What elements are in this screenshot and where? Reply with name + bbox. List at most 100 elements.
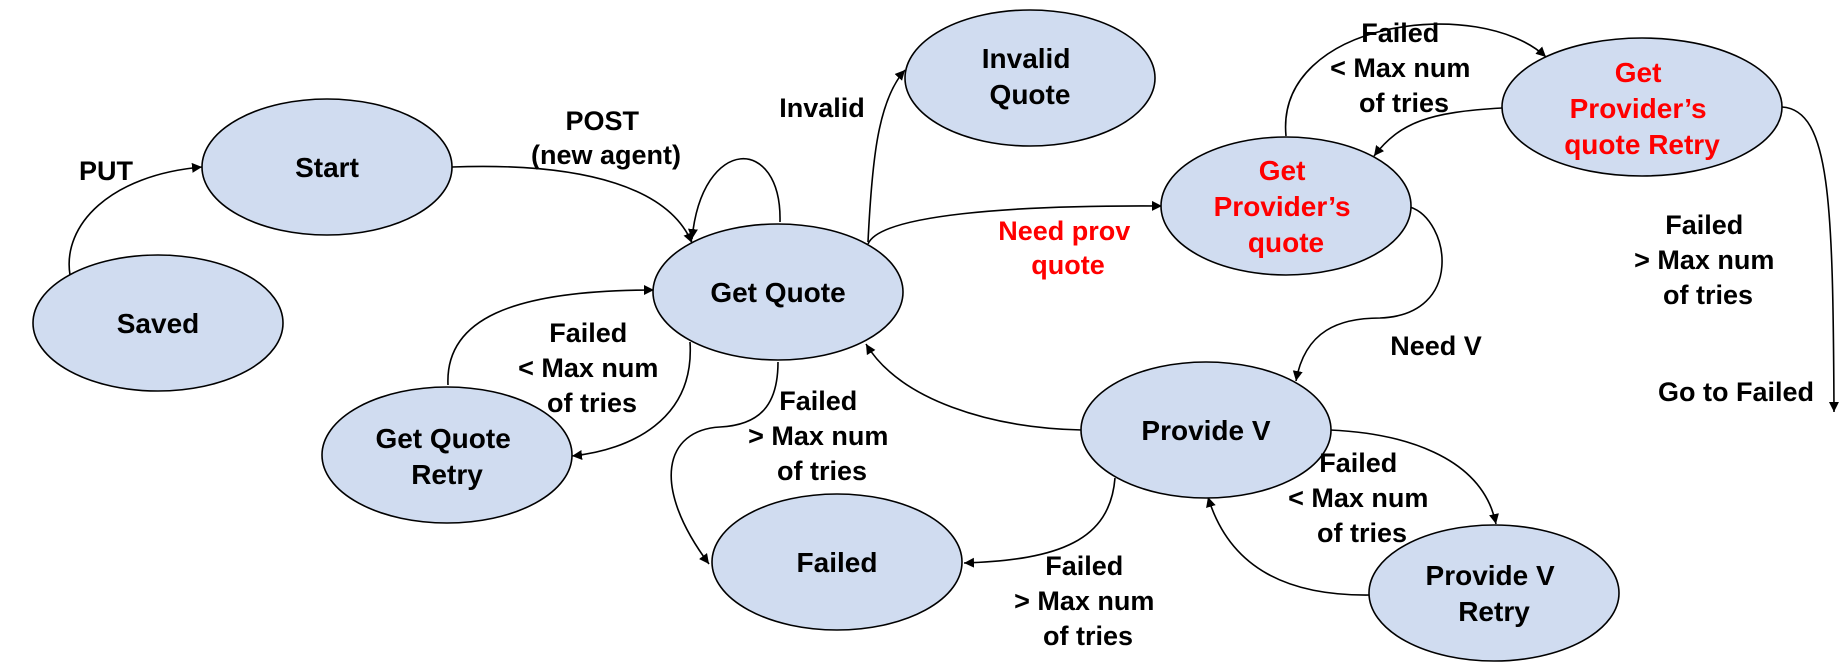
node-invalid-quote-shape [904,9,1156,147]
node-get-providers-quote-label-line: Provider’s [1214,191,1351,222]
node-failed: Failed [711,493,963,631]
edge-get-quote-self-loop [687,157,781,240]
edge-providers-quote-to-provide-v [1292,206,1443,382]
edge-label-line: of tries [1359,88,1449,118]
edge-label-line: > Max num [748,421,888,451]
edge-label-post: POST (new agent) [531,106,681,170]
edge-label-provide-v-fail: Failed > Max num of tries [1014,551,1162,651]
edge-label-line: of tries [1317,518,1407,548]
edge-get-quote-to-invalid-quote [867,69,906,243]
edge-start-to-get-quote [451,165,693,244]
node-provide-v-retry-label: Provide V Retry [1426,560,1563,627]
node-failed-label: Failed [797,547,878,578]
edge-label-line: of tries [1663,280,1753,310]
node-get-providers-quote-retry-shape [1501,37,1783,177]
node-get-providers-quote: Get Provider’s quote [1160,136,1412,276]
node-saved-label-line: Saved [117,308,200,339]
edge-label-go-to-failed: Go to Failed [1658,377,1814,407]
edge-label-line: Failed [1045,551,1123,581]
edge-label-line: Failed [1319,448,1397,478]
node-get-providers-quote-label-line: Get [1259,155,1306,186]
node-get-quote-retry-shape [321,386,573,524]
edge-label-provide-v-retry: Failed < Max num of tries [1288,448,1436,548]
node-start-shape [201,98,453,236]
node-provide-v-label-line: Provide V [1141,415,1270,446]
edge-label-line: POST [565,106,639,136]
node-get-providers-quote-retry: Get Provider’s quote Retry [1501,37,1783,177]
node-provide-v-retry-label-line: Retry [1458,596,1530,627]
edge-label-line: of tries [547,388,637,418]
node-saved-label: Saved [117,308,200,339]
edge-providers-quote-to-retry [1285,23,1547,137]
edge-label-invalid: Invalid [779,93,865,123]
edge-label-line: (new agent) [531,140,681,170]
edge-pv-retry-to-provide-v [1206,496,1371,596]
edge-label-need-prov-quote: Need prov quote [998,216,1138,280]
node-get-providers-quote-shape [1160,136,1412,276]
edge-providers-quote-retry-to-go-to-failed [1781,106,1839,413]
edge-provide-v-to-failed [963,477,1116,568]
edge-label-line: quote [1031,250,1105,280]
node-failed-label-line: Failed [797,547,878,578]
node-get-quote-shape [652,223,904,361]
node-get-quote-retry-label: Get Quote Retry [375,423,518,490]
node-get-providers-quote-label-line: quote [1248,227,1324,258]
node-get-quote-retry-label-line: Get Quote [375,423,510,454]
edge-label-line: Failed [1665,210,1743,240]
edge-label-get-quote-retry: Failed < Max num of tries [518,318,666,418]
edge-label-line: of tries [777,456,867,486]
edge-provide-v-to-pv-retry [1329,429,1499,525]
node-get-providers-quote-retry-label-line: quote Retry [1564,129,1720,160]
edge-label-line: < Max num [1288,483,1428,513]
node-invalid-quote-label-line: Invalid [982,43,1071,74]
node-get-quote-retry-label-line: Retry [411,459,483,490]
edge-label-get-quote-fail: Failed > Max num of tries [748,386,896,486]
edge-label-line: Need prov [998,216,1130,246]
edge-labels: PUT POST (new agent) Invalid Need prov q… [79,18,1814,651]
edge-label-line: < Max num [518,353,658,383]
node-start-label-line: Start [295,152,359,183]
node-start-label: Start [295,152,359,183]
node-get-providers-quote-label: Get Provider’s quote [1214,155,1359,258]
edge-get-quote-to-failed [670,361,779,565]
edge-label-line: Invalid [779,93,865,123]
node-get-quote-retry: Get Quote Retry [321,386,573,524]
node-provide-v-label: Provide V [1141,415,1270,446]
edge-label-line: Need V [1390,331,1482,361]
node-provide-v: Provide V [1080,361,1332,499]
edge-label-put: PUT [79,156,134,186]
edge-saved-to-start [68,162,203,276]
edge-label-line: Failed [549,318,627,348]
node-start: Start [201,98,453,236]
node-get-quote-label: Get Quote [710,277,845,308]
edge-label-providers-quote-retry: Failed < Max num of tries [1330,18,1478,118]
edge-gq-retry-to-get-quote [447,285,655,386]
edge-label-line: PUT [79,156,134,186]
nodes: Saved Start Get Quote Invalid Quote [32,9,1783,662]
node-get-providers-quote-retry-label-line: Get [1615,57,1662,88]
edge-label-line: > Max num [1634,245,1774,275]
node-saved-shape [32,254,284,392]
node-invalid-quote: Invalid Quote [904,9,1156,147]
edge-provide-v-to-get-quote [865,343,1083,431]
edges [68,23,1839,596]
node-saved: Saved [32,254,284,392]
node-provide-v-shape [1080,361,1332,499]
edge-label-providers-quote-fail: Failed > Max num of tries [1634,210,1782,310]
node-provide-v-retry-shape [1368,524,1620,662]
edge-label-line: Go to Failed [1658,377,1814,407]
edge-providers-quote-retry-to-providers-quote [1373,107,1503,157]
node-provide-v-retry: Provide V Retry [1368,524,1620,662]
node-invalid-quote-label: Invalid Quote [982,43,1078,110]
node-get-quote-label-line: Get Quote [710,277,845,308]
node-failed-shape [711,493,963,631]
node-get-quote: Get Quote [652,223,904,361]
edge-label-line: < Max num [1330,53,1470,83]
edge-label-line: of tries [1043,621,1133,651]
edge-get-quote-to-gq-retry [571,341,691,460]
node-get-providers-quote-retry-label-line: Provider’s [1570,93,1707,124]
node-get-providers-quote-retry-label: Get Provider’s quote Retry [1564,57,1720,160]
edge-get-quote-to-providers-quote [867,200,1163,245]
node-invalid-quote-label-line: Quote [990,79,1071,110]
